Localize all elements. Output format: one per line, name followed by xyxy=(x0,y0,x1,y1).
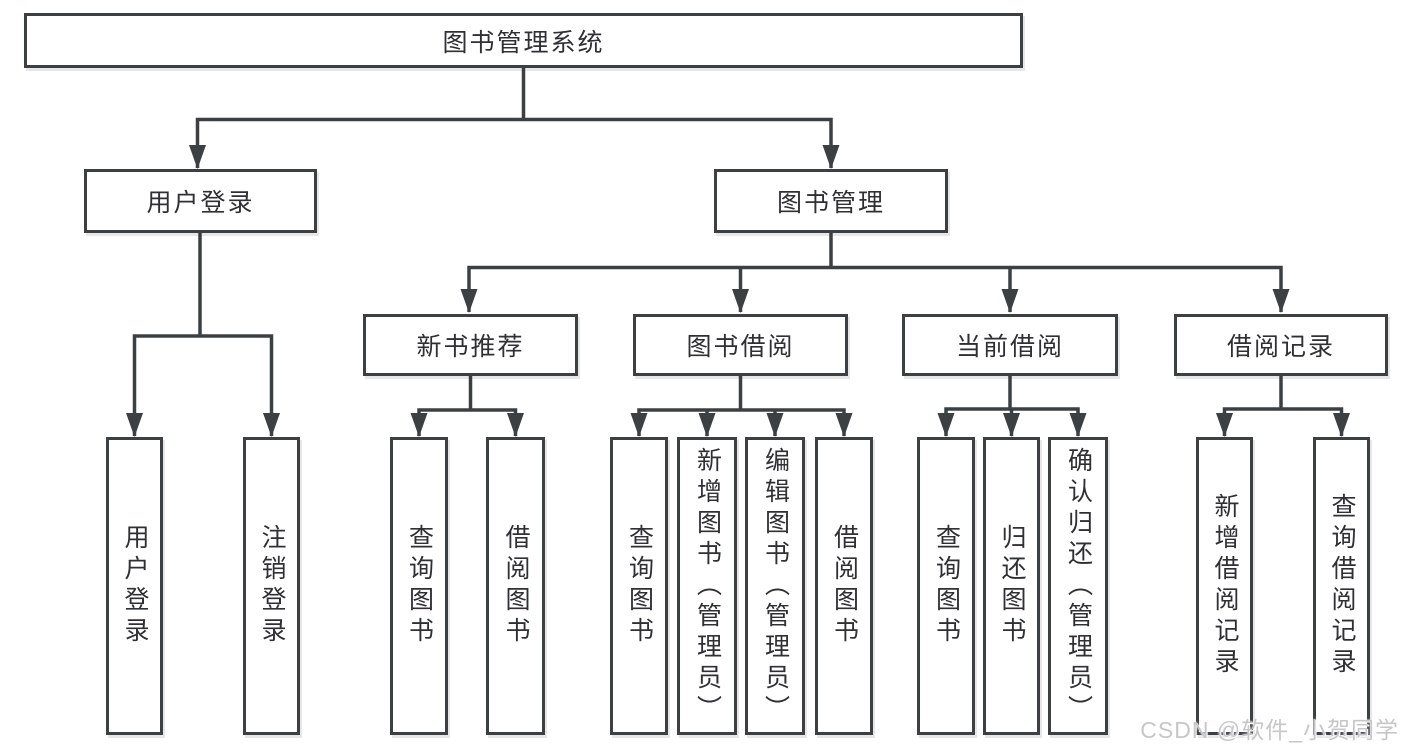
node-book-borrow: 图书借阅 xyxy=(633,314,848,376)
leaf-return-books: 归还图书 xyxy=(983,437,1040,735)
arrowheads xyxy=(126,145,1350,437)
node-library-system: 图书管理系统 xyxy=(24,13,1023,68)
node-user-login: 用户登录 xyxy=(84,169,317,233)
leaf-query-borrow-record: 查询借阅记录 xyxy=(1313,437,1370,735)
leaf-borrow-books-recommend: 借阅图书 xyxy=(486,437,545,735)
leaf-add-borrow-record: 新增借阅记录 xyxy=(1196,437,1253,735)
leaf-borrow-books: 借阅图书 xyxy=(815,437,873,735)
leaf-confirm-return-admin: 确认归还（管理员） xyxy=(1048,437,1108,735)
leaf-query-books-borrow: 查询图书 xyxy=(610,437,668,735)
connector-paths xyxy=(132,66,1344,436)
leaf-query-books-recommend: 查询图书 xyxy=(390,437,448,735)
node-current-borrow: 当前借阅 xyxy=(902,314,1118,376)
leaf-query-books-current: 查询图书 xyxy=(917,437,975,735)
leaf-logout: 注销登录 xyxy=(243,437,300,735)
node-borrow-records: 借阅记录 xyxy=(1174,314,1388,376)
watermark-text: CSDN @软件_小贺同学 xyxy=(1140,717,1399,743)
leaf-add-book-admin: 新增图书（管理员） xyxy=(677,437,737,735)
leaf-user-login: 用户登录 xyxy=(106,437,163,735)
node-book-management: 图书管理 xyxy=(714,169,948,233)
node-new-book-recommend: 新书推荐 xyxy=(363,314,578,376)
leaf-edit-book-admin: 编辑图书（管理员） xyxy=(745,437,805,735)
